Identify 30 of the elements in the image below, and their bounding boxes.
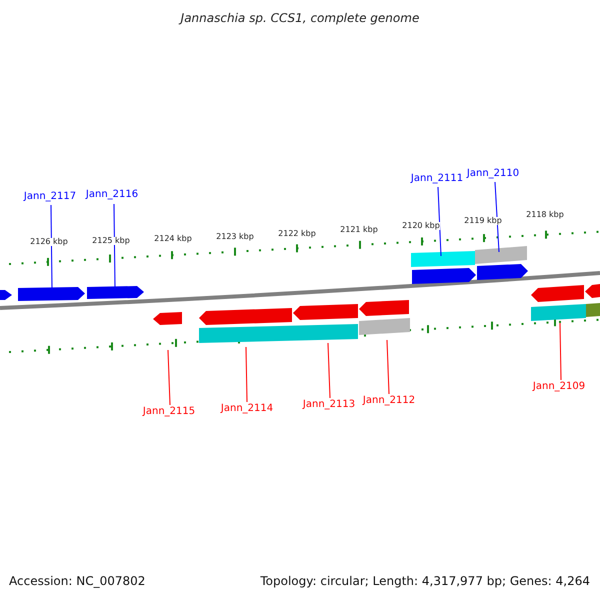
leader-line xyxy=(50,204,52,290)
scale-label: 2124 kbp xyxy=(154,235,192,243)
scale-label: 2118 kbp xyxy=(526,211,564,219)
scale-label: 2126 kbp xyxy=(30,238,68,246)
gene-label: Jann_2110 xyxy=(466,169,520,179)
gene-label: Jann_2109 xyxy=(532,382,586,392)
scale-label: 2120 kbp xyxy=(402,222,440,230)
footer-note: Topology: circular; Length: 4,317,977 bp; Genes: 4,264 xyxy=(260,575,590,587)
leader-line xyxy=(494,182,500,252)
leader-line xyxy=(438,186,442,256)
footer-note: Accession: NC_007802 xyxy=(9,575,146,587)
gene-label: Jann_2117 xyxy=(24,192,76,202)
gene-label: Jann_2114 xyxy=(220,404,274,414)
leader-line xyxy=(168,350,170,406)
scale-label: 2125 kbp xyxy=(92,237,130,245)
gene-label: Jann_2115 xyxy=(142,407,196,417)
scale-label: 2123 kbp xyxy=(216,233,254,241)
gene-label: Jann_2113 xyxy=(302,400,356,410)
scale-label: 2121 kbp xyxy=(340,226,378,234)
gene-label: Jann_2111 xyxy=(410,174,464,184)
leader-line xyxy=(114,204,116,290)
gene-label: Jann_2116 xyxy=(86,190,138,200)
leader-line xyxy=(386,340,390,394)
scale-label: 2119 kbp xyxy=(464,217,502,225)
leader-line xyxy=(328,342,330,398)
map-title: Jannaschia sp. CCS1, complete genome xyxy=(180,12,420,24)
leader-line xyxy=(246,346,248,402)
gene-label: Jann_2112 xyxy=(362,396,416,406)
leader-line xyxy=(560,322,562,380)
scale-label: 2122 kbp xyxy=(278,230,316,238)
